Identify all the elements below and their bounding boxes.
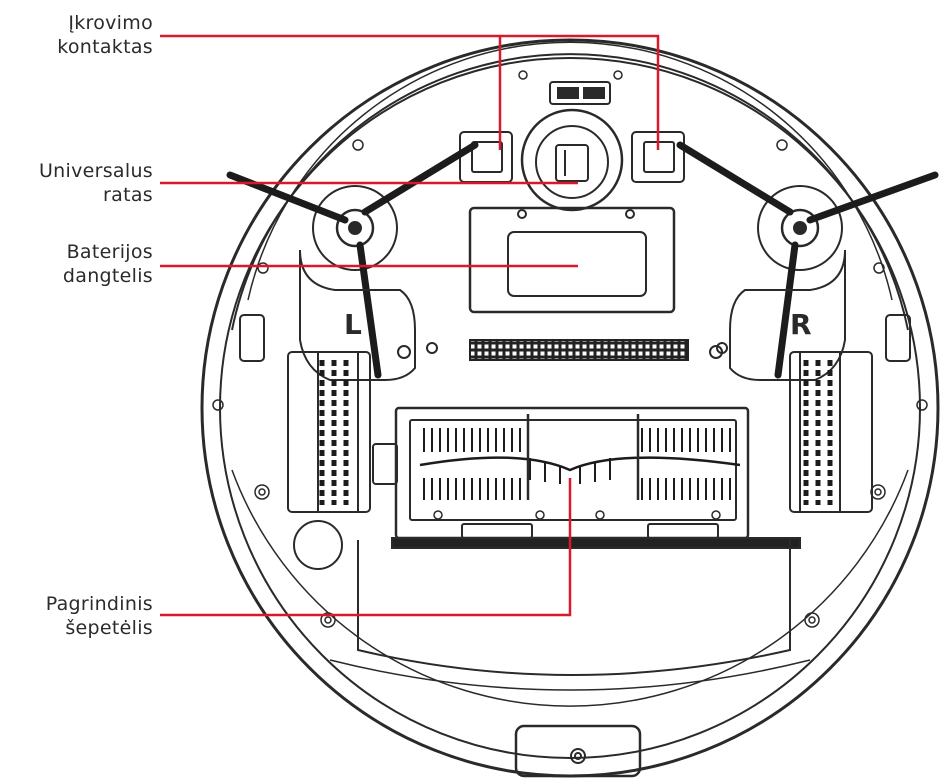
label-charging-contacts: Įkrovimo kontaktas [8,11,153,59]
dustbin-outline [357,540,791,676]
label-charging-line1: Įkrovimo [68,12,153,34]
label-wheel-line1: Universalus [38,160,153,182]
top-latch [549,81,611,105]
label-battery-cover: Baterijos dangtelis [8,240,153,288]
robot-body-inner [219,57,921,759]
label-brush-line1: Pagrindinis [45,593,153,615]
cliff-sensor [293,520,343,570]
main-brush-bristles [419,428,741,500]
label-battery-line2: dangtelis [62,265,153,287]
rim-screws [212,70,928,628]
label-brush-line2: šepetėlis [65,617,153,639]
left-marking: L [344,308,362,341]
wheel-well-left [299,249,416,381]
label-wheel-line2: ratas [103,184,153,206]
bottom-latch [514,724,642,778]
label-charging-line2: kontaktas [57,36,153,58]
right-marking: R [790,308,812,341]
side-brush-right-arms [676,141,939,379]
label-universal-wheel: Universalus ratas [8,159,153,207]
side-brush-mount-left [312,185,398,271]
label-battery-line1: Baterijos [66,241,153,263]
main-brush-housing [394,406,750,540]
vent-grid [469,339,689,361]
leader-lines [160,34,660,617]
leader-main-brush [160,478,572,617]
battery-cover-outline [468,206,676,314]
side-brush-mount-right [757,185,843,271]
leader-charging-contacts [160,34,660,150]
charging-contact-left [459,131,513,183]
label-main-brush: Pagrindinis šepetėlis [8,592,153,640]
universal-wheel-housing [520,108,624,212]
